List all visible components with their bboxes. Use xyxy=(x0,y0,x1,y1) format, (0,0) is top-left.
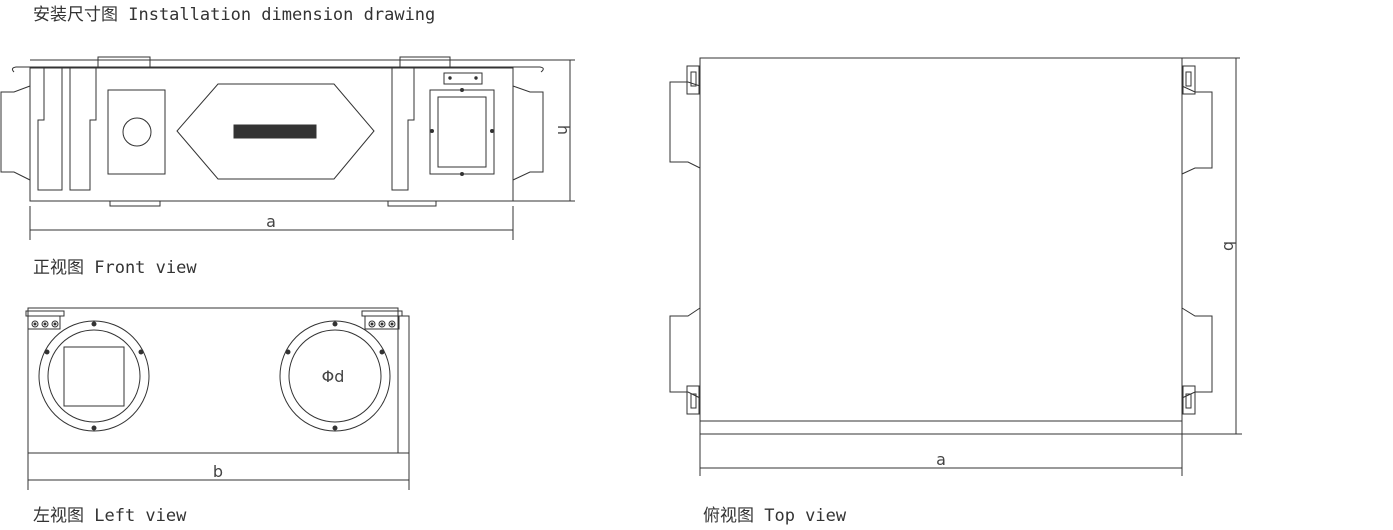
front-partition-left-a xyxy=(37,68,63,191)
left-port-right-outer xyxy=(279,320,391,432)
front-bottom-flange-left xyxy=(109,200,161,207)
front-round-port xyxy=(122,117,152,147)
front-partition-right xyxy=(391,68,415,191)
top-body xyxy=(699,57,1183,422)
left-port-inner xyxy=(47,329,141,423)
front-exchanger-slot xyxy=(233,124,317,139)
top-hanger-tr xyxy=(1182,65,1196,95)
front-dimension-a-label: a xyxy=(266,212,276,231)
left-port-right-inner xyxy=(288,329,382,423)
front-electrical-box xyxy=(429,89,495,175)
front-duct-right xyxy=(512,85,544,181)
top-hanger-br xyxy=(1182,385,1196,415)
front-partition-left-b xyxy=(69,68,97,191)
left-view xyxy=(25,307,410,490)
left-dimension-b-label: b xyxy=(213,462,223,481)
front-electrical-bracket xyxy=(443,72,483,85)
top-duct-right-upper xyxy=(1181,85,1213,175)
front-view-caption: 正视图 Front view xyxy=(33,258,197,278)
front-motor-box xyxy=(107,89,166,175)
top-view-caption: 俯视图 Top view xyxy=(703,506,847,526)
top-duct-right-lower xyxy=(1181,307,1213,399)
front-heat-exchanger xyxy=(176,83,375,180)
left-view-caption: 左视图 Left view xyxy=(33,506,187,526)
front-view xyxy=(0,56,575,240)
front-dimension-h-label: h xyxy=(554,125,573,135)
page-title: 安装尺寸图 Installation dimension drawing xyxy=(33,5,436,25)
front-body xyxy=(29,67,514,202)
top-duct-left-lower xyxy=(669,307,701,399)
front-mounting-rail xyxy=(11,66,544,73)
top-dimension-a-label: a xyxy=(936,450,946,469)
front-top-collar-right xyxy=(399,56,451,68)
left-bracket-right xyxy=(361,310,403,317)
top-view xyxy=(669,57,1242,476)
left-side-panel xyxy=(397,315,410,454)
top-duct-left-upper xyxy=(669,81,701,169)
left-bracket-left xyxy=(25,310,65,317)
top-bottom-strip xyxy=(699,420,1183,435)
top-hanger-tl xyxy=(686,65,700,95)
front-top-collar-left xyxy=(97,56,151,68)
left-duct-diameter-label: Φd xyxy=(322,367,345,386)
top-dimension-b-label: b xyxy=(1220,241,1239,251)
top-hanger-bl xyxy=(686,385,700,415)
front-duct-left xyxy=(0,85,31,181)
left-port-outer xyxy=(38,320,150,432)
left-filter-square xyxy=(63,346,125,407)
front-bottom-flange-right xyxy=(387,200,437,207)
